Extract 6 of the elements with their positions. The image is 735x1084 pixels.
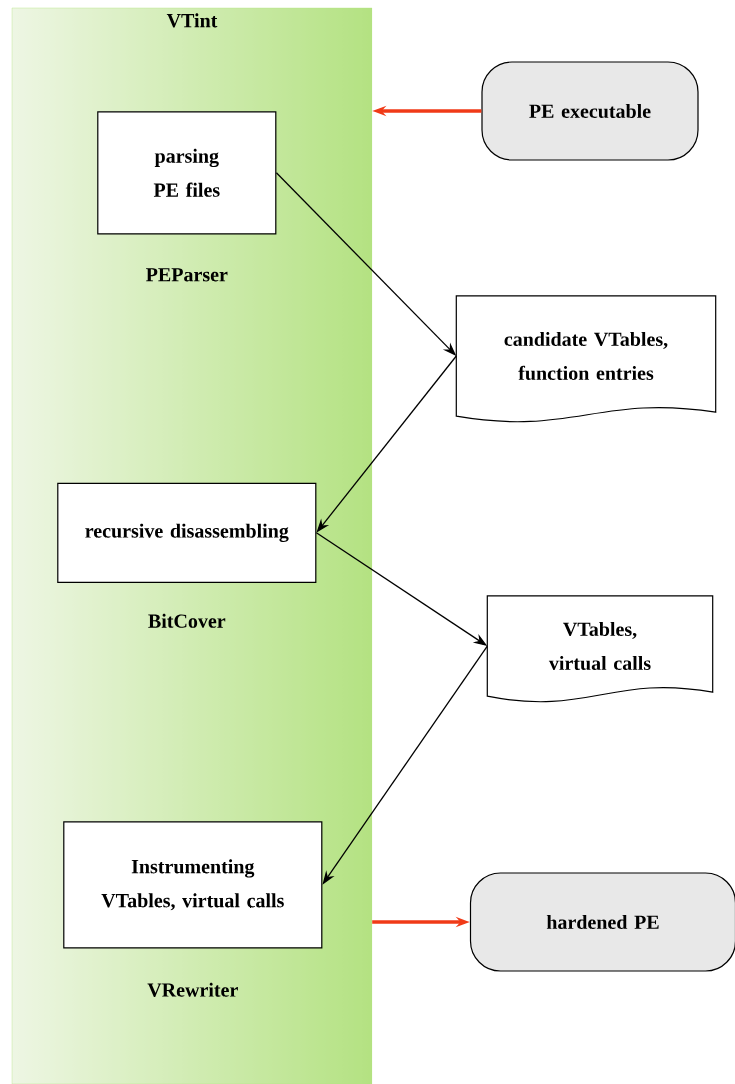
process-box: recursive disassembling [57,482,317,583]
component-label: BitCover [148,613,226,628]
component-label: VRewriter [147,982,238,997]
process-box: parsing PE files [97,111,277,235]
component-label: PEParser [146,268,228,282]
process-box: Instrumenting VTables, virtual calls [63,821,323,949]
